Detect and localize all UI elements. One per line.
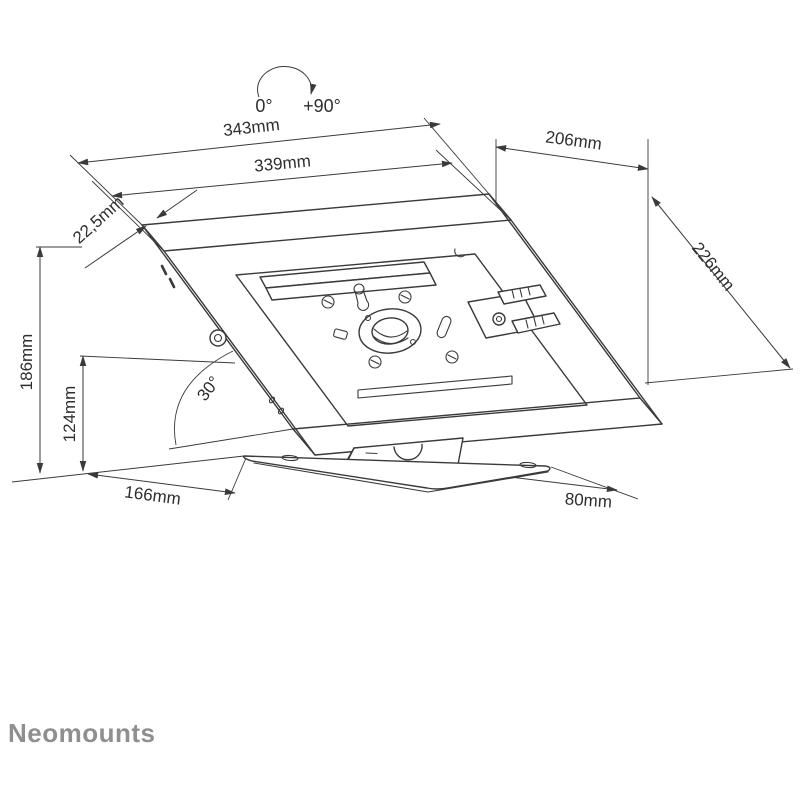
ground-line bbox=[11, 455, 245, 483]
screw-icon bbox=[398, 290, 412, 304]
screw-icon bbox=[368, 355, 382, 369]
rail-ridge bbox=[519, 288, 523, 298]
dim-line-22-5-a bbox=[84, 225, 147, 269]
screw-slot bbox=[400, 294, 410, 300]
pivot-hub bbox=[333, 308, 422, 354]
handle-bar-front bbox=[265, 272, 437, 301]
enclosure-corner-tr bbox=[488, 193, 512, 221]
dim-line-166 bbox=[87, 472, 236, 495]
latch-screw bbox=[492, 312, 506, 326]
rail-ridge bbox=[533, 317, 537, 327]
dim-label-166: 166mm bbox=[123, 482, 182, 508]
hub-latch-tab bbox=[333, 328, 348, 340]
latch-rail-bottom bbox=[511, 312, 561, 334]
lock-latch-assembly bbox=[467, 284, 561, 339]
screw-icon bbox=[445, 350, 459, 364]
cable-port-2 bbox=[277, 407, 285, 415]
dim-line-226 bbox=[651, 196, 791, 369]
hub-thread-2 bbox=[372, 335, 409, 345]
dim-label-343: 343mm bbox=[222, 115, 280, 140]
dim-label-124: 124mm bbox=[60, 386, 79, 443]
side-button-2 bbox=[168, 277, 176, 289]
hub-flange bbox=[358, 308, 422, 354]
keyhole-drop bbox=[354, 289, 370, 311]
screw-icon bbox=[321, 295, 335, 309]
rail-ridge bbox=[527, 286, 531, 296]
extension-lines bbox=[11, 117, 794, 501]
enclosure-corner-tl bbox=[141, 224, 165, 252]
hub-hole-2 bbox=[409, 338, 417, 346]
dim-label-80: 80mm bbox=[564, 489, 612, 511]
screw-slot bbox=[447, 354, 457, 360]
enclosure-corner-br bbox=[639, 397, 663, 425]
latch-rail-top bbox=[497, 284, 547, 305]
cable-port-1 bbox=[268, 396, 276, 404]
base-edge-front-right bbox=[427, 471, 549, 493]
cable-notch bbox=[393, 443, 423, 461]
base-plate bbox=[242, 455, 551, 490]
base-edge-front-left bbox=[253, 462, 429, 493]
column-slot-1 bbox=[365, 452, 378, 455]
dim-label-22-5: 22,5mm bbox=[69, 192, 127, 247]
keyhole-top bbox=[353, 283, 365, 295]
rotation-end-label: +90° bbox=[303, 96, 341, 116]
key-lock-cylinder bbox=[209, 329, 227, 347]
hub-thread-1 bbox=[373, 328, 408, 338]
screw-slot bbox=[323, 299, 333, 305]
dimension-lines bbox=[36, 121, 791, 495]
ext-left-outer bbox=[69, 154, 143, 226]
tablet-enclosure bbox=[141, 193, 663, 456]
neomounts-logo: Neomounts bbox=[8, 718, 156, 748]
dim-line-206 bbox=[495, 145, 649, 171]
tilt-arc bbox=[174, 350, 234, 446]
desk-stand bbox=[242, 437, 551, 493]
ext-124-top bbox=[79, 355, 236, 364]
screw-slot bbox=[370, 359, 380, 365]
side-button-1 bbox=[160, 264, 168, 276]
base-slot-left bbox=[281, 454, 299, 462]
ext-166-right bbox=[227, 457, 247, 501]
dim-label-226: 226mm bbox=[688, 239, 738, 295]
plate-screws bbox=[321, 290, 459, 369]
desk-edge-right bbox=[644, 368, 794, 384]
enclosure-corner-bl bbox=[292, 428, 316, 456]
adjust-slot bbox=[436, 315, 452, 339]
rail-ridge bbox=[511, 289, 515, 299]
rotation-start-label: 0° bbox=[255, 96, 272, 116]
dim-label-339: 339mm bbox=[253, 151, 311, 175]
dim-line-22-5-b bbox=[156, 189, 198, 219]
dim-label-30deg: 30° bbox=[193, 373, 224, 405]
bottom-lip bbox=[357, 375, 513, 399]
hub-hole-1 bbox=[364, 314, 372, 322]
vesa-mounting-plate bbox=[235, 253, 588, 427]
key-lock-core bbox=[213, 333, 223, 343]
ext-right-outer bbox=[423, 117, 490, 195]
rail-ridge bbox=[541, 315, 545, 325]
dim-label-206: 206mm bbox=[544, 127, 603, 153]
dim-line-343 bbox=[77, 121, 441, 166]
base-slot-right bbox=[519, 461, 537, 469]
plate-corner-notch bbox=[454, 248, 466, 258]
rotation-arc-arrow bbox=[257, 65, 317, 98]
rotation-indicator: 0° +90° bbox=[255, 65, 341, 116]
rail-ridge bbox=[525, 319, 529, 329]
tilt-baseline bbox=[168, 428, 294, 450]
dim-line-339 bbox=[111, 160, 453, 199]
dim-label-186: 186mm bbox=[17, 334, 36, 391]
latch-screw-core bbox=[495, 315, 503, 323]
